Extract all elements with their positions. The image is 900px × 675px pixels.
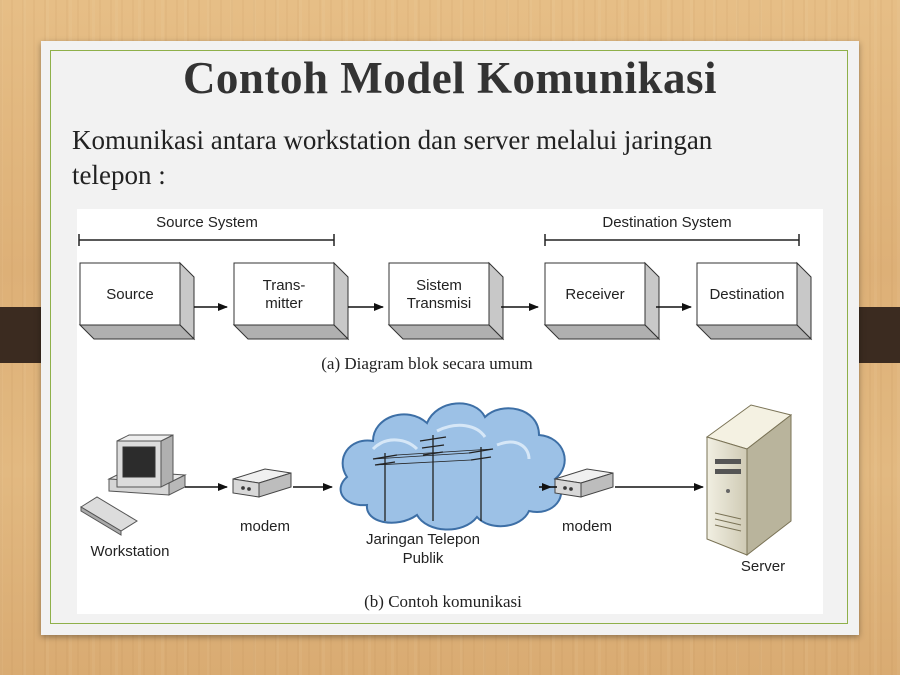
block-destination: Destination (695, 261, 813, 341)
block-receiver: Receiver (543, 261, 661, 341)
telephone-network-cloud-icon (339, 402, 566, 531)
block-transmitter: Trans-mitter (232, 261, 350, 341)
modem-left-label: modem (240, 518, 290, 535)
block-label: Receiver (565, 286, 624, 303)
caption-b: (b) Contoh komunikasi (364, 592, 522, 611)
block-label: Destination (709, 286, 784, 303)
source-system-bracket (78, 234, 335, 246)
network-label-line1: Jaringan Telepon (366, 531, 480, 548)
slide-title: Contoh Model Komunikasi (182, 53, 718, 103)
modem-left-icon (232, 468, 292, 498)
block-label: Sistem (416, 277, 462, 294)
slide-body-text: Komunikasi antara workstation dan server… (72, 125, 713, 190)
block-label: Trans- (263, 277, 306, 294)
telephone-pole-icon (372, 435, 494, 521)
destination-system-label: Destination System (602, 214, 731, 231)
block-label: Transmisi (407, 295, 471, 312)
slide-frame (50, 50, 848, 624)
modem-right-icon (554, 468, 614, 498)
server-label: Server (741, 558, 785, 575)
left-tab (0, 307, 46, 363)
modem-right-label: modem (562, 518, 612, 535)
network-label-line2: Publik (403, 550, 444, 567)
destination-system-bracket (544, 234, 800, 246)
block-label: mitter (265, 295, 303, 312)
workstation-icon (80, 434, 187, 536)
block-source: Source (78, 261, 196, 341)
server-icon (705, 404, 793, 557)
source-system-label: Source System (156, 214, 258, 231)
block-label: Source (106, 286, 154, 303)
caption-a: (a) Diagram blok secara umum (321, 354, 532, 373)
workstation-label: Workstation (91, 543, 170, 560)
